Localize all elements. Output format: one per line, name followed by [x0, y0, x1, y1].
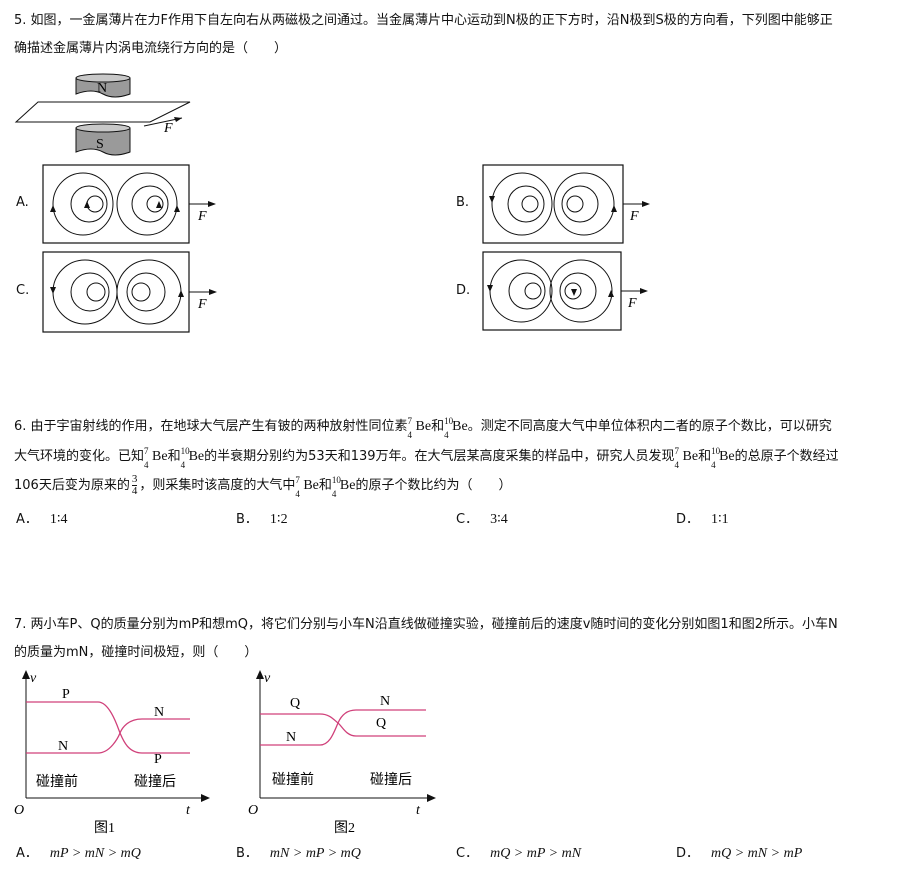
svg-text:P: P — [62, 687, 70, 702]
q6-option-d[interactable]: D．1∶1 — [676, 512, 729, 527]
q7-stem-line2: 的质量为mN，碰撞时间极短，则（ ） — [14, 645, 258, 660]
svg-text:N: N — [286, 730, 296, 745]
q5-option-d-figure[interactable]: F — [480, 250, 670, 336]
svg-text:碰撞后: 碰撞后 — [370, 772, 412, 788]
svg-text:t: t — [186, 803, 191, 818]
svg-text:t: t — [416, 803, 421, 818]
q5-option-a-figure[interactable]: F — [40, 163, 230, 247]
q5-option-b-figure[interactable]: F — [480, 163, 670, 247]
q6-option-c[interactable]: C．3∶4 — [456, 512, 508, 527]
svg-text:O: O — [14, 803, 24, 818]
q7-option-b[interactable]: B．mN > mP > mQ — [236, 846, 361, 861]
q7-option-d[interactable]: D．mQ > mN > mP — [676, 846, 803, 861]
q5-option-c-label[interactable]: C. — [16, 283, 30, 298]
svg-text:N: N — [58, 739, 68, 754]
svg-text:O: O — [248, 803, 258, 818]
svg-text:v: v — [30, 671, 37, 686]
q5-option-d-label[interactable]: D. — [456, 283, 471, 298]
q5-stem-line2: 确描述金属薄片内涡电流绕行方向的是（ ） — [14, 41, 288, 56]
q5-option-b-label[interactable]: B. — [456, 195, 470, 210]
q5-option-c-figure[interactable]: F — [40, 250, 230, 336]
svg-text:N: N — [154, 705, 164, 720]
q6-option-a[interactable]: A．1∶4 — [16, 512, 68, 527]
pole-s-label: S — [96, 137, 104, 152]
svg-text:P: P — [154, 752, 162, 767]
q7-stem-line1: 7. 两小车P、Q的质量分别为mP和想mQ，将它们分别与小车N沿直线做碰撞实验，… — [14, 617, 838, 632]
svg-text:F: F — [629, 209, 639, 224]
svg-text:图2: 图2 — [334, 821, 355, 836]
svg-text:v: v — [264, 671, 271, 686]
svg-text:F: F — [197, 297, 207, 312]
q5-stem-line1: 5. 如图，一金属薄片在力F作用下自左向右从两磁极之间通过。当金属薄片中心运动到… — [14, 13, 833, 28]
q7-figure-2: v O t Q N N Q 碰撞前 碰撞后 图2 — [248, 670, 436, 836]
svg-text:Q: Q — [376, 716, 386, 731]
svg-text:Q: Q — [290, 696, 300, 711]
svg-text:F: F — [627, 296, 637, 311]
force-f-label: F — [163, 121, 173, 136]
svg-text:F: F — [197, 209, 207, 224]
q6-option-b[interactable]: B．1∶2 — [236, 512, 288, 527]
svg-text:碰撞后: 碰撞后 — [134, 774, 176, 790]
pole-n-label: N — [97, 81, 107, 96]
q7-option-c[interactable]: C．mQ > mP > mN — [456, 846, 582, 861]
q5-option-a-label[interactable]: A. — [16, 195, 29, 210]
q7-figure-1: v O t P N N P 碰撞前 碰撞后 图1 — [14, 670, 210, 836]
svg-text:碰撞前: 碰撞前 — [272, 771, 314, 788]
svg-text:N: N — [380, 694, 390, 709]
svg-text:碰撞前: 碰撞前 — [36, 773, 78, 790]
q5-magnet-setup-figure: N F S — [14, 73, 191, 156]
svg-text:图1: 图1 — [94, 821, 115, 836]
q7-option-a[interactable]: A．mP > mN > mQ — [16, 846, 141, 861]
